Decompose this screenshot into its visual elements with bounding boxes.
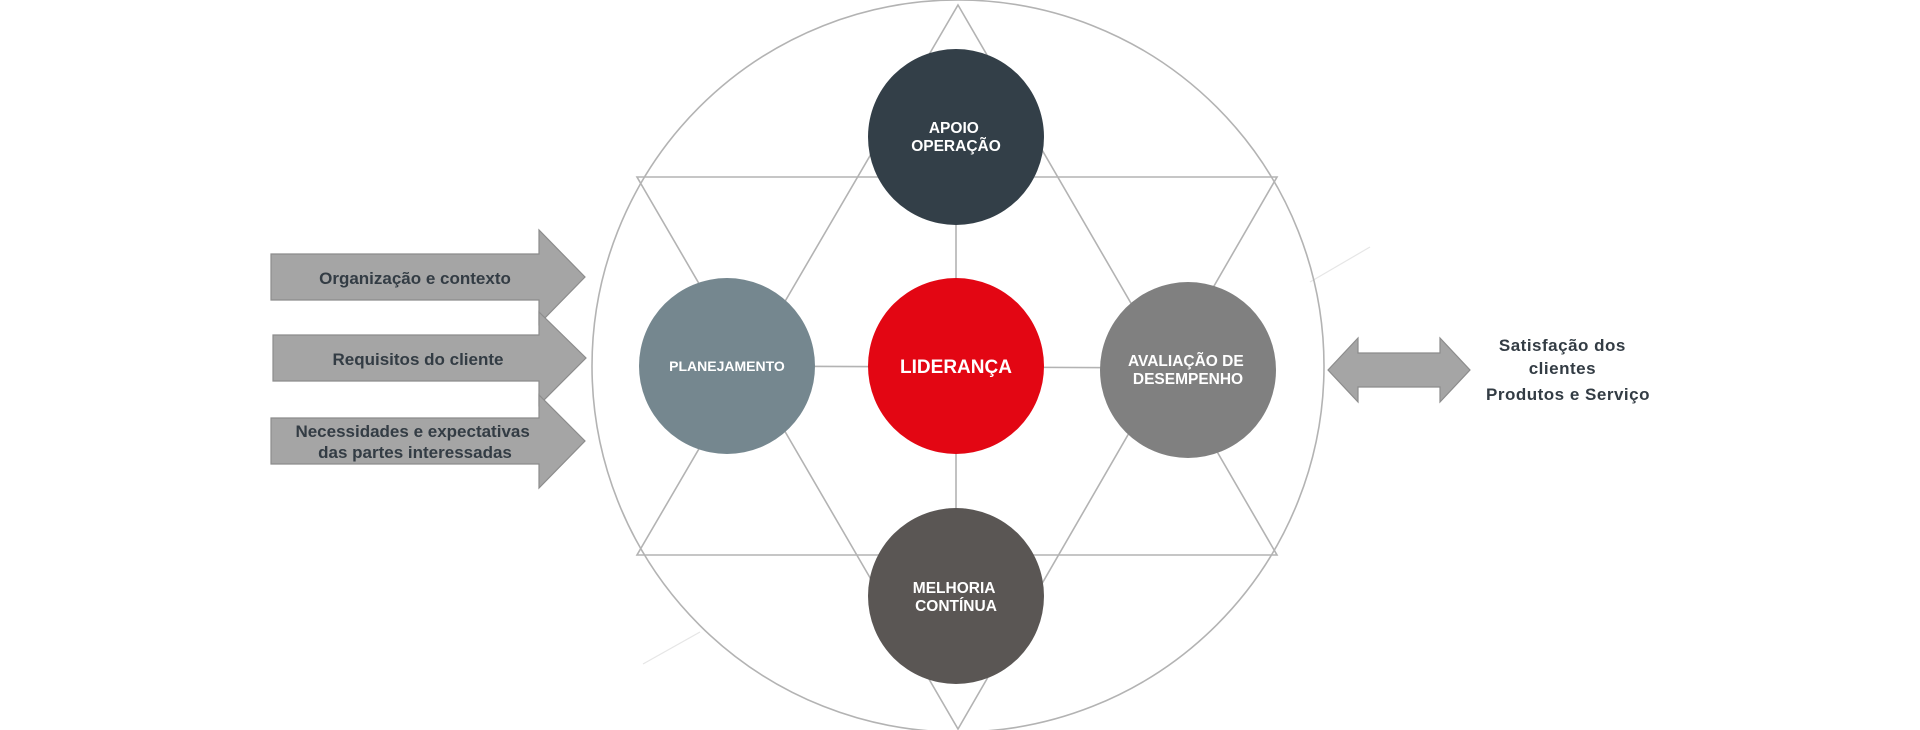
node-label: OPERAÇÃO — [911, 137, 1001, 155]
node-melhoria-continua: MELHORIA CONTÍNUA — [868, 508, 1044, 684]
svg-text:PLANEJAMENTO: PLANEJAMENTO — [669, 358, 785, 374]
input-arrow-requisitos: Requisitos do cliente — [272, 310, 587, 407]
svg-text:APOIO OPERAÇÃO: APOIO OPERAÇÃO — [911, 120, 1001, 155]
decorative-line — [642, 631, 701, 665]
output-double-arrow — [1327, 336, 1471, 404]
node-label: MELHORIA — [913, 580, 995, 597]
output-line: clientes — [1529, 359, 1596, 378]
input-label: Necessidades e expectativas das partes i… — [295, 422, 534, 462]
node-label: AVALIAÇÃO DE — [1128, 352, 1244, 370]
svg-text:MELHORIA CONTÍNUA: MELHORIA CONTÍNUA — [913, 580, 999, 615]
output-line: Produtos e Serviço — [1486, 385, 1650, 404]
node-planejamento: PLANEJAMENTO — [639, 278, 815, 454]
svg-text:AVALIAÇÃO DE DESEMPENHO: AVALIAÇÃO DE DESEMPENHO — [1128, 352, 1248, 388]
node-apoio-operacao: APOIO OPERAÇÃO — [868, 49, 1044, 225]
svg-text:LIDERANÇA: LIDERANÇA — [900, 357, 1012, 378]
node-avaliacao-desempenho: AVALIAÇÃO DE DESEMPENHO — [1100, 282, 1276, 458]
outer-circle — [591, 0, 1325, 730]
input-arrow-organizacao: Organização e contexto — [270, 228, 586, 326]
node-label: PLANEJAMENTO — [669, 358, 785, 374]
node-label: CONTÍNUA — [915, 598, 997, 615]
input-arrow-necessidades: Necessidades e expectativas das partes i… — [270, 393, 586, 490]
input-label: Organização e contexto — [319, 269, 511, 288]
input-label: Requisitos do cliente — [333, 350, 504, 369]
node-lideranca: LIDERANÇA — [868, 278, 1044, 454]
output-line: Satisfação dos — [1499, 336, 1626, 355]
node-label: APOIO — [929, 120, 979, 137]
decorative-line — [1309, 246, 1371, 283]
node-label: LIDERANÇA — [900, 357, 1012, 378]
node-label: DESEMPENHO — [1133, 371, 1243, 388]
output-label: Satisfação dos clientes Produtos e Servi… — [1486, 336, 1650, 404]
